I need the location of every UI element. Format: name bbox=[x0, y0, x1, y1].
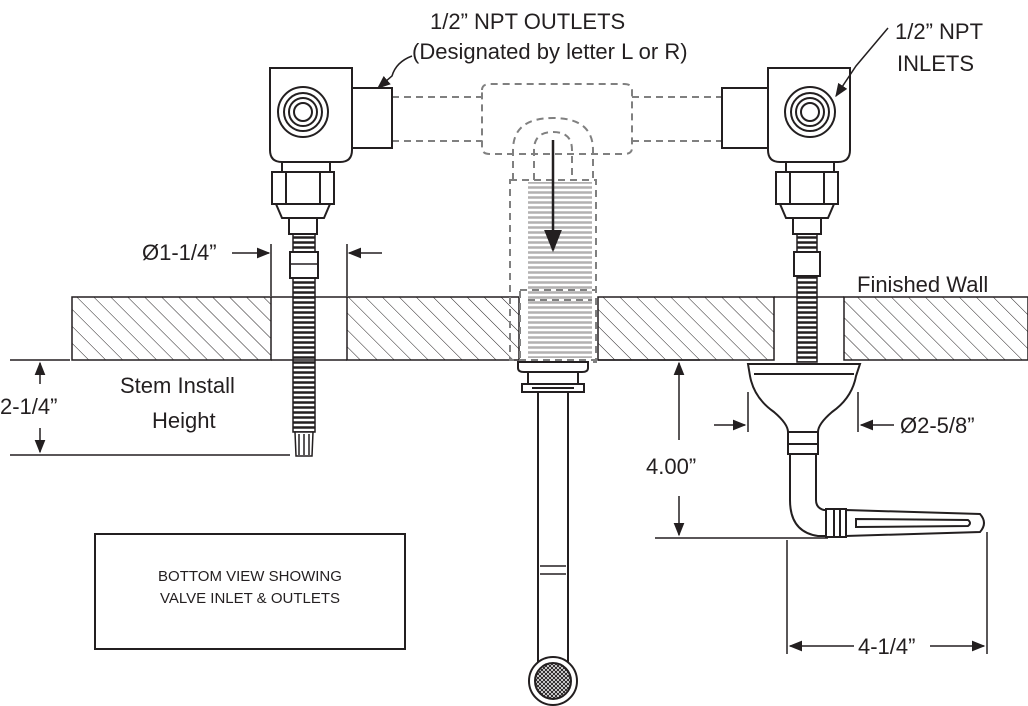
note-box-line2: VALVE INLET & OUTLETS bbox=[160, 590, 340, 607]
right-outlet-stub bbox=[721, 87, 769, 149]
right-handle bbox=[746, 363, 985, 538]
left-valve bbox=[269, 67, 393, 235]
inlets-label-line2: INLETS bbox=[897, 51, 974, 76]
inlets-label-line1: 1/2” NPT bbox=[895, 19, 983, 44]
left-stem-tip bbox=[294, 431, 314, 457]
dimension-lines bbox=[10, 27, 988, 654]
left-stem-collar bbox=[289, 251, 319, 279]
right-hex-nut bbox=[775, 171, 839, 205]
left-hex-nut bbox=[271, 171, 335, 205]
stem-diameter-label: Ø1-1/4” bbox=[142, 240, 217, 265]
finished-wall bbox=[71, 296, 1028, 361]
left-outlet-stub bbox=[351, 87, 393, 149]
outlets-label-line1: 1/2” NPT OUTLETS bbox=[430, 9, 625, 34]
spout-height-dimension: 4.00” bbox=[646, 454, 696, 479]
install-height-dimension: 2-1/4” bbox=[0, 394, 57, 419]
note-box: BOTTOM VIEW SHOWING VALVE INLET & OUTLET… bbox=[94, 533, 406, 650]
right-stem-collar bbox=[793, 251, 821, 277]
outlets-label-line2: (Designated by letter L or R) bbox=[412, 39, 688, 64]
note-box-line1: BOTTOM VIEW SHOWING bbox=[158, 568, 342, 585]
spout bbox=[517, 361, 589, 706]
stem-install-label-line2: Height bbox=[152, 408, 216, 433]
right-valve bbox=[721, 67, 851, 235]
stem-install-label-line1: Stem Install bbox=[120, 373, 235, 398]
escutcheon-diameter-label: Ø2-5/8” bbox=[900, 413, 975, 438]
hidden-hose-thread bbox=[528, 182, 592, 358]
lever-arm bbox=[789, 453, 831, 537]
finished-wall-label: Finished Wall bbox=[857, 272, 988, 297]
spout-tube bbox=[537, 391, 569, 683]
handle-length-dimension: 4-1/4” bbox=[858, 634, 915, 659]
